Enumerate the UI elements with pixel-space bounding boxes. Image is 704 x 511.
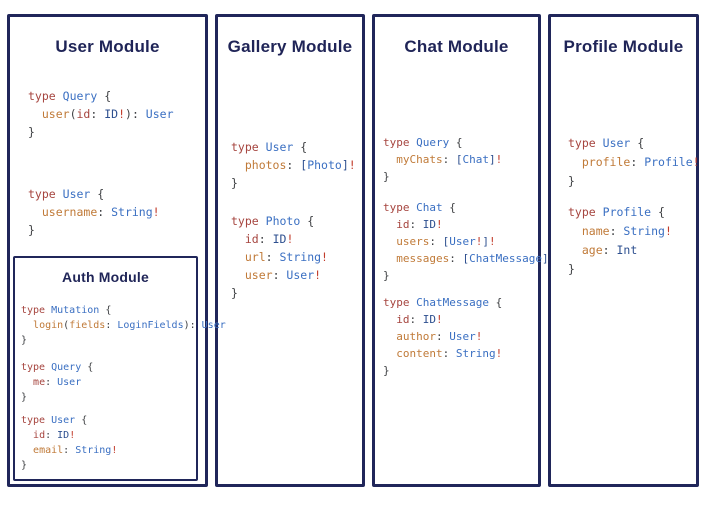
auth-module-panel: Auth Module type Mutation { login(fields… <box>13 256 226 481</box>
chat-module-panel: Chat Module type Query { myChats: [Chat]… <box>372 14 555 487</box>
gallery-module-code-user-type: type User { photos: [Photo]!} <box>231 140 356 190</box>
auth-module-code-query: type Query { me: User} <box>21 362 94 403</box>
user-module-title: User Module <box>55 37 160 56</box>
chat-module-title: Chat Module <box>404 37 509 56</box>
chat-module-code-chatmessage-type: type ChatMessage { id: ID! author: User!… <box>383 296 503 377</box>
profile-module-panel: Profile Module type User { profile: Prof… <box>548 14 700 487</box>
auth-module-title: Auth Module <box>62 269 149 285</box>
profile-module-code-user-type: type User { profile: Profile!} <box>568 136 700 188</box>
chat-module-code-query: type Query { myChats: [Chat]!} <box>383 136 503 183</box>
gallery-module-title: Gallery Module <box>227 37 353 56</box>
auth-module-code-user-type: type User { id: ID! email: String!} <box>21 415 118 471</box>
gallery-module-panel: Gallery Module type User { photos: [Phot… <box>215 14 365 487</box>
gallery-module-code-photo-type: type Photo { id: ID! url: String! user: … <box>231 214 328 300</box>
chat-module-code-chat-type: type Chat { id: ID! users: [User!]! mess… <box>383 201 555 282</box>
user-module-code-user-type: type User { username: String!} <box>28 187 160 237</box>
user-module-code-query: type Query { user(id: ID!): User} <box>28 89 174 139</box>
profile-module-code-profile-type: type Profile { name: String! age: Int} <box>568 205 672 276</box>
profile-module-title: Profile Module <box>563 37 684 56</box>
auth-module-code-mutation: type Mutation { login(fields: LoginField… <box>21 305 226 346</box>
